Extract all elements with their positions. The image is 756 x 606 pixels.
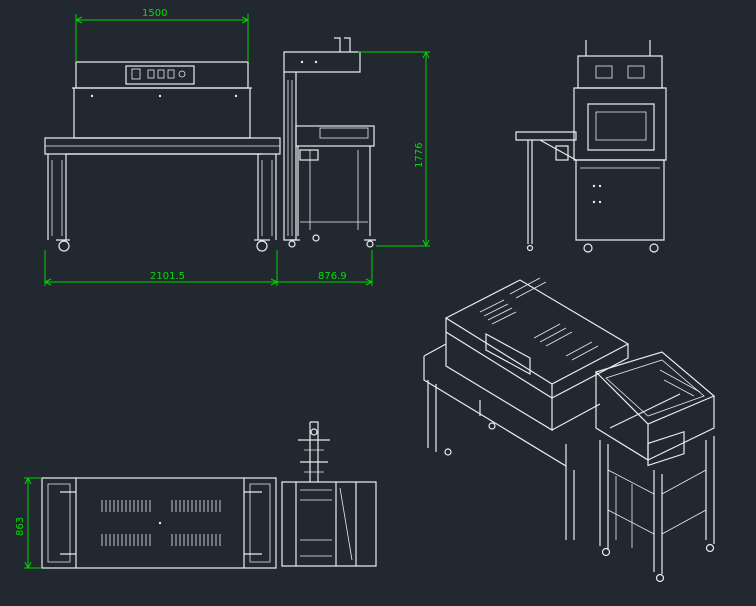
dim-label-2101-5: 2101.5 [150, 271, 185, 282]
side-elevation [515, 40, 667, 253]
dim-label-1776: 1776 [414, 143, 425, 168]
dimension-top-width: 1500 [75, 8, 249, 62]
dimension-width: 863 [15, 477, 42, 569]
dimension-overall-length: 2101.5 [44, 250, 278, 286]
front-elevation [44, 61, 281, 252]
dimension-height: 1776 [358, 51, 430, 247]
plan-vents [101, 500, 221, 546]
isometric-view [423, 277, 716, 583]
dimension-infeed-length: 876.9 [277, 250, 373, 286]
dim-label-863: 863 [15, 517, 26, 536]
dim-label-1500: 1500 [142, 8, 167, 19]
dim-label-876-9: 876.9 [318, 271, 347, 282]
infeed-elevation [283, 37, 376, 248]
plan-view [41, 421, 377, 569]
